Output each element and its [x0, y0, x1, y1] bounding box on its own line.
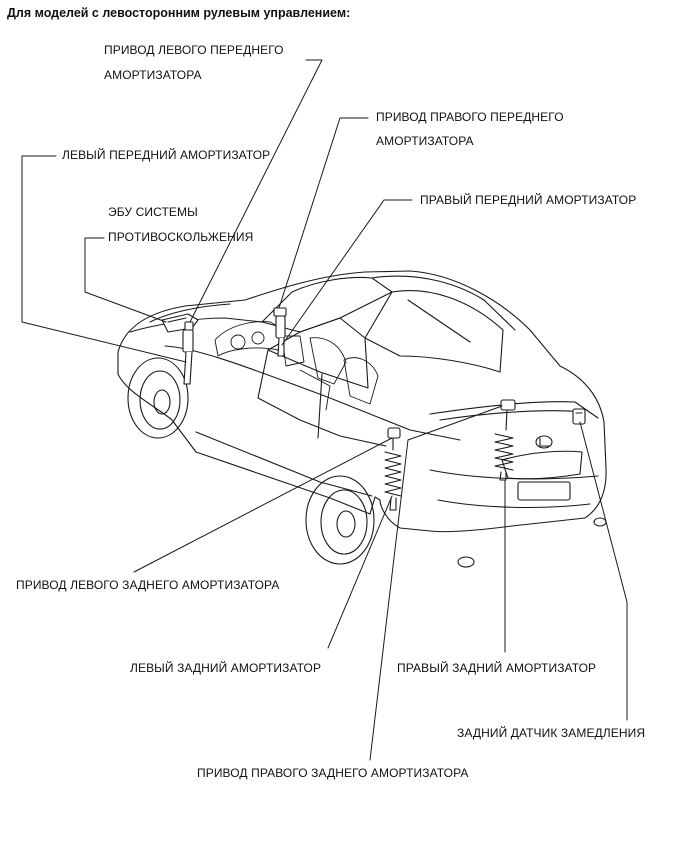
- label-lr-absorber: ЛЕВЫЙ ЗАДНИЙ АМОРТИЗАТОР: [130, 661, 322, 675]
- leader-lf-actuator: [189, 59, 323, 323]
- leader-lr-absorber: [327, 495, 393, 649]
- diagram-header: Для моделей с левосторонним рулевым упра…: [7, 6, 351, 20]
- label-lf-actuator-line2: АМОРТИЗАТОРА: [104, 68, 202, 82]
- label-rf-absorber: ПРАВЫЙ ПЕРЕДНИЙ АМОРТИЗАТОР: [420, 193, 637, 207]
- label-rear-decel-sensor: ЗАДНИЙ ДАТЧИК ЗАМЕДЛЕНИЯ: [457, 726, 646, 740]
- leader-lines: [21, 59, 628, 761]
- label-rr-absorber: ПРАВЫЙ ЗАДНИЙ АМОРТИЗАТОР: [397, 661, 597, 675]
- rear-left-wheel: [305, 475, 375, 565]
- label-lf-absorber: ЛЕВЫЙ ПЕРЕДНИЙ АМОРТИЗАТОР: [62, 148, 271, 162]
- leader-lf-absorber: [21, 155, 187, 363]
- label-lr-actuator: ПРИВОД ЛЕВОГО ЗАДНЕГО АМОРТИЗАТОРА: [16, 578, 280, 592]
- leader-rf-actuator: [278, 117, 369, 309]
- leader-rr-actuator: [369, 405, 503, 761]
- leader-rf-absorber: [281, 199, 413, 346]
- label-ecu-line1: ЭБУ СИСТЕМЫ: [108, 205, 198, 219]
- label-rf-actuator-line2: АМОРТИЗАТОРА: [376, 134, 474, 148]
- right-front-absorber: [273, 307, 287, 357]
- car-interior: [214, 321, 379, 411]
- left-front-absorber: [182, 321, 194, 385]
- rear-deceleration-sensor: [572, 408, 586, 425]
- left-rear-absorber: [384, 427, 402, 511]
- label-rr-actuator: ПРИВОД ПРАВОГО ЗАДНЕГО АМОРТИЗАТОРА: [197, 766, 469, 780]
- right-rear-absorber: [494, 399, 516, 481]
- label-ecu-line2: ПРОТИВОСКОЛЬЖЕНИЯ: [108, 230, 254, 244]
- label-rf-actuator-line1: ПРИВОД ПРАВОГО ПЕРЕДНЕГО: [376, 110, 564, 124]
- leader-decel-sensor: [579, 421, 628, 721]
- car-body: [117, 270, 607, 568]
- leader-lr-actuator: [133, 437, 393, 573]
- front-left-wheel: [127, 357, 189, 439]
- leader-ecu: [84, 237, 167, 323]
- label-lf-actuator-line1: ПРИВОД ЛЕВОГО ПЕРЕДНЕГО: [104, 43, 284, 57]
